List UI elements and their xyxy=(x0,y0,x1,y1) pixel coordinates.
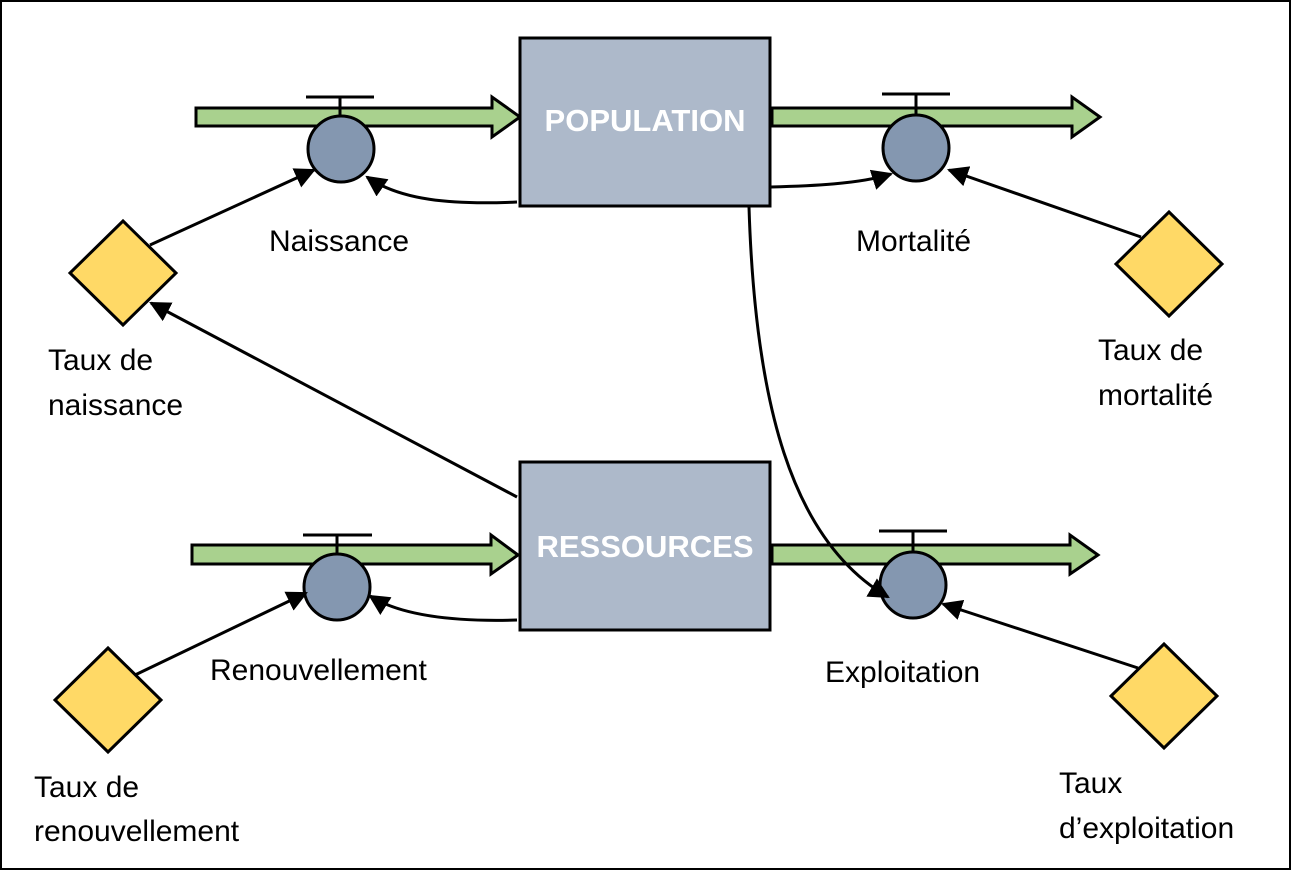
taux-exploitation-diamond-icon xyxy=(1108,641,1220,751)
link-taux-mortalite-to-mortalite xyxy=(947,166,1142,239)
taux-exploitation-label-line2: d’exploitation xyxy=(1059,812,1235,845)
link-population-to-naissance xyxy=(365,175,518,205)
taux-naissance-diamond-icon xyxy=(67,218,179,328)
taux-renouvellement-diamond-icon xyxy=(52,645,164,755)
link-ressources-to-renouvellement xyxy=(368,594,518,622)
taux-mortalite-label-line2: mortalité xyxy=(1098,379,1214,412)
link-taux-naissance-to-naissance xyxy=(149,168,316,247)
naissance-flow-label: Naissance xyxy=(269,225,410,258)
ressources-stock xyxy=(518,460,772,632)
exploitation-flow-label: Exploitation xyxy=(825,656,981,689)
ressources-stock-label: RESSOURCES xyxy=(536,529,754,564)
population-stock xyxy=(518,36,772,208)
naissance-valve-icon xyxy=(306,95,376,184)
taux-mortalite-diamond-icon xyxy=(1113,209,1225,319)
renouvellement-flow-pipe xyxy=(190,532,521,577)
taux-mortalite-label-line1: Taux de xyxy=(1098,334,1204,367)
exploitation-flow-pipe xyxy=(770,532,1101,577)
taux-naissance-label-line2: naissance xyxy=(48,389,184,422)
renouvellement-valve-icon xyxy=(302,533,372,622)
mortalite-flow-pipe xyxy=(770,94,1103,140)
taux-renouvellement-label-line1: Taux de xyxy=(34,771,140,804)
mortalite-flow-label: Mortalité xyxy=(856,225,972,258)
link-population-to-mortalite xyxy=(770,169,893,190)
link-taux-renouvellement-to-renouvellement xyxy=(134,591,308,677)
link-taux-exploitation-to-exploitation xyxy=(941,599,1139,670)
exploitation-valve-icon xyxy=(878,529,948,620)
link-population-to-exploitation xyxy=(747,206,890,599)
renouvellement-flow-label: Renouvellement xyxy=(210,654,427,687)
taux-naissance-label-line1: Taux de xyxy=(48,344,154,377)
mortalite-valve-icon xyxy=(881,92,951,183)
taux-exploitation-label-line1: Taux xyxy=(1059,767,1123,800)
population-stock-label: POPULATION xyxy=(544,103,746,138)
naissance-flow-pipe xyxy=(194,94,523,140)
link-ressources-to-taux-naissance xyxy=(149,301,518,499)
taux-renouvellement-label-line2: renouvellement xyxy=(34,815,240,848)
